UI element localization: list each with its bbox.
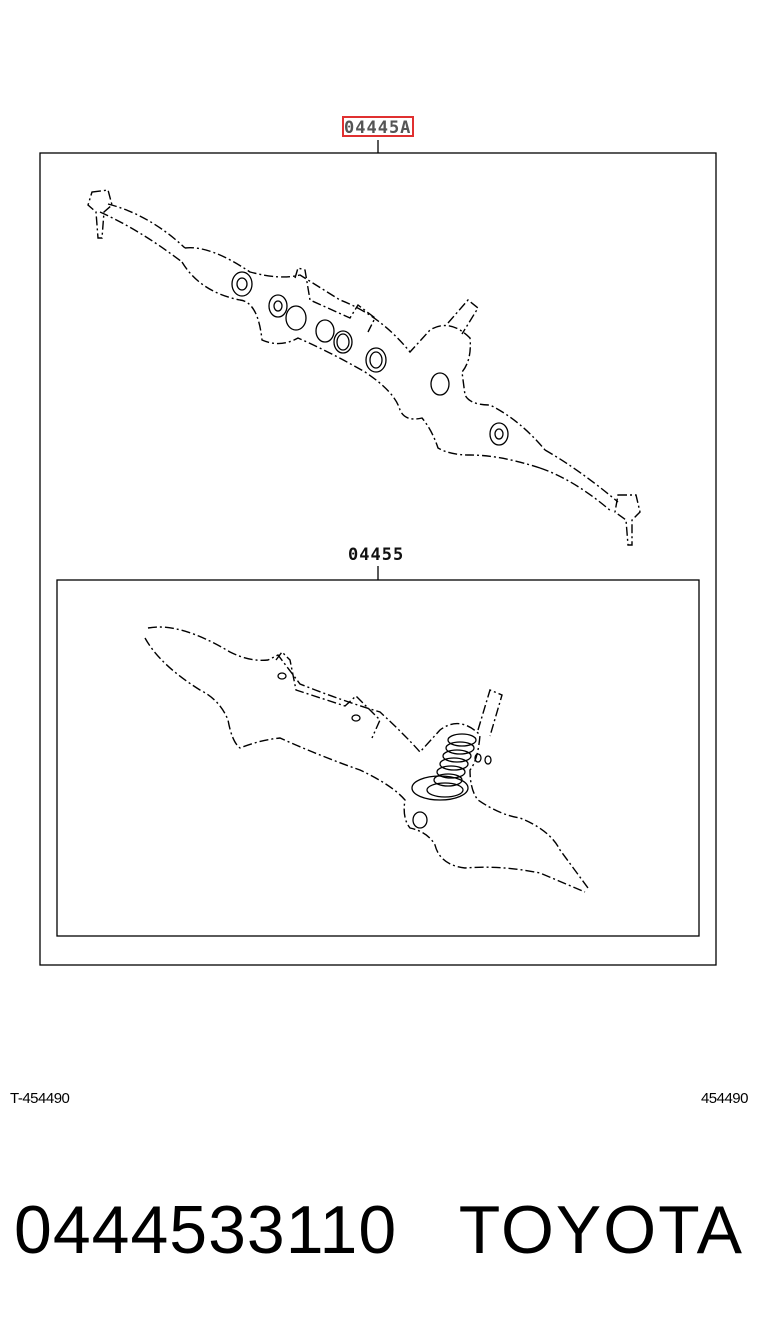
steering-rack-assembly-illustration [87,189,641,546]
outer-kit-callout: 04445A [342,116,414,138]
inner-kit-frame [56,566,700,937]
gear-housing-illustration [144,626,589,893]
brand-name: TOYOTA [458,1192,744,1268]
outer-kit-frame [39,140,717,966]
seal-rings-upper [231,271,509,446]
illustration-ref-right: 454490 [700,1090,749,1107]
outer-kit-callout-label: 04445A [344,118,412,138]
parts-diagram [39,140,717,966]
pinion-spring-and-seals [277,672,492,829]
inner-kit-callout: 04455 [348,545,405,565]
illustration-ref-left: T-454490 [10,1090,70,1107]
part-number: 0444533110 [14,1192,398,1268]
callout-highlight [342,116,414,137]
